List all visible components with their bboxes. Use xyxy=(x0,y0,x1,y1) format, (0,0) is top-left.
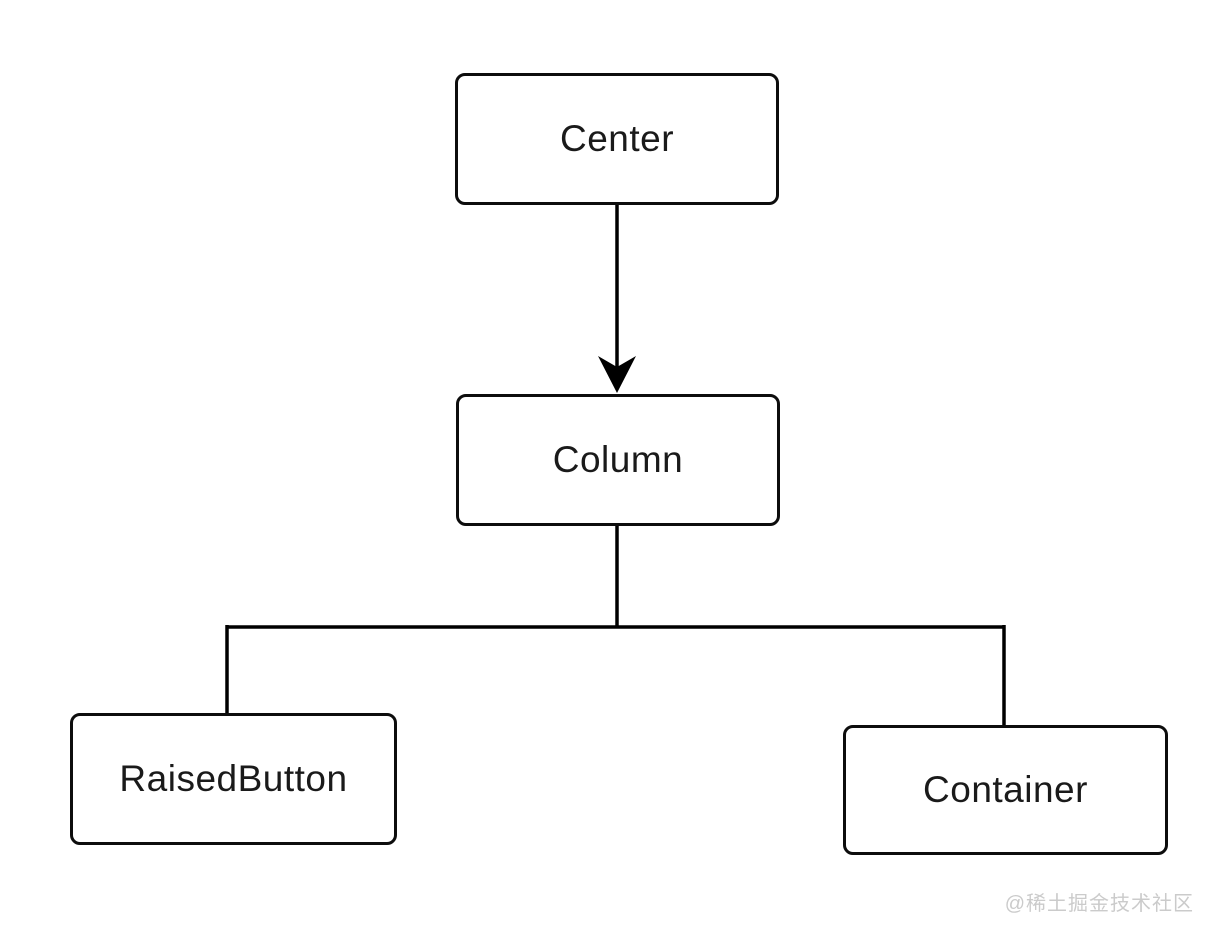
node-center: Center xyxy=(455,73,779,205)
node-raisedbutton: RaisedButton xyxy=(70,713,397,845)
arrowhead-down-icon xyxy=(598,356,636,393)
node-container: Container xyxy=(843,725,1168,855)
watermark-text: @稀土掘金技术社区 xyxy=(1004,893,1194,915)
node-center-label: Center xyxy=(559,118,675,159)
node-container-label: Container xyxy=(923,769,1088,810)
node-raisedbutton-label: RaisedButton xyxy=(119,758,348,799)
node-column: Column xyxy=(456,394,780,526)
node-column-label: Column xyxy=(552,439,684,480)
